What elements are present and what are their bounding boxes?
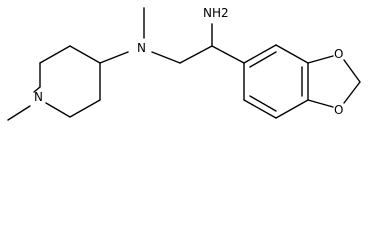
- bond: [307, 55, 334, 64]
- bond: [243, 99, 277, 119]
- n-methyl-bond: [7, 105, 31, 121]
- double-bond-inner: [249, 95, 277, 112]
- bond: [45, 102, 71, 118]
- piperidine-ring: [33, 45, 101, 118]
- piperidine-nitrogen-label: N: [34, 90, 43, 104]
- structure-diagram: N N NH2 O O: [7, 6, 361, 121]
- bond: [39, 45, 71, 64]
- bond: [69, 45, 101, 64]
- bond: [343, 59, 361, 83]
- amine-nitrogen-label: N: [137, 41, 146, 55]
- benzene-ring: [243, 44, 309, 119]
- molecule-structure: N N NH2 O O: [7, 6, 361, 121]
- bond: [99, 51, 129, 64]
- oxygen-bottom-label: O: [334, 103, 343, 117]
- bond: [151, 51, 181, 64]
- bond: [179, 45, 213, 64]
- bond: [343, 81, 361, 104]
- bond: [307, 99, 334, 108]
- primary-amine-label: NH2: [203, 6, 229, 20]
- bond: [211, 45, 245, 64]
- bond: [275, 44, 309, 64]
- oxygen-top-label: O: [334, 47, 343, 61]
- bond: [275, 99, 309, 119]
- double-bond-inner: [249, 51, 277, 68]
- dioxole-ring: [307, 55, 361, 108]
- bond: [69, 99, 101, 118]
- bond: [243, 44, 277, 64]
- bond: [33, 86, 41, 93]
